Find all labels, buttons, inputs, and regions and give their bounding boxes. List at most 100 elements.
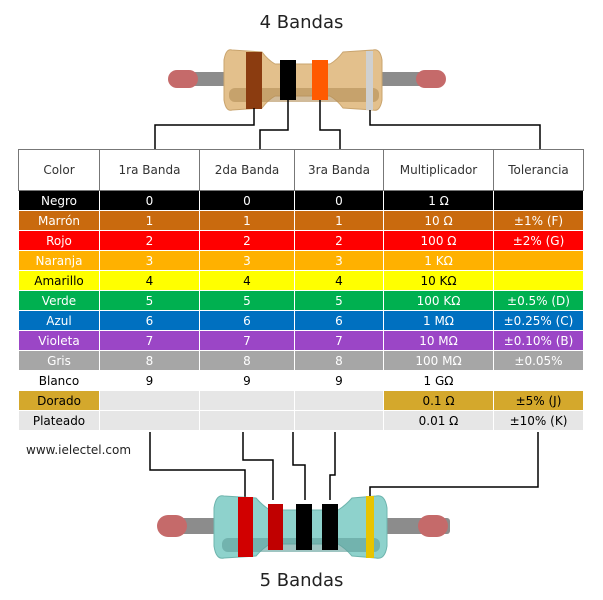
multiplier-cell: 100 Ω: [383, 230, 494, 251]
tolerance-cell: ±0.25% (C): [493, 310, 584, 331]
header-color: Color: [18, 149, 100, 191]
table-row: Plateado 0.01 Ω±10% (K): [18, 410, 584, 431]
band-3-cell: 8: [294, 350, 384, 371]
band-1-cell: 5: [99, 290, 200, 311]
title-4-bands: 4 Bandas: [259, 12, 344, 33]
tolerance-cell: ±5% (J): [493, 390, 584, 411]
color-name-cell: Violeta: [18, 330, 100, 351]
color-name-cell: Amarillo: [18, 270, 100, 291]
multiplier-cell: 0.01 Ω: [383, 410, 494, 431]
band-3-cell: 7: [294, 330, 384, 351]
header-multiplier: Multiplicador: [383, 149, 494, 191]
color-name-cell: Plateado: [18, 410, 100, 431]
multiplier-cell: 10 MΩ: [383, 330, 494, 351]
band-3-cell: 4: [294, 270, 384, 291]
tolerance-cell: ±1% (F): [493, 210, 584, 231]
lead-tip-left: [157, 515, 187, 537]
band-3-cell: 0: [294, 190, 384, 211]
band-1-cell: 7: [99, 330, 200, 351]
band-1-cell: 8: [99, 350, 200, 371]
band-2-cell: [199, 410, 295, 431]
band-4: [366, 51, 373, 110]
color-name-cell: Gris: [18, 350, 100, 371]
website-credit: www.ielectel.com: [26, 443, 132, 457]
band-1: [238, 497, 253, 557]
color-name-cell: Rojo: [18, 230, 100, 251]
band-2-cell: [199, 390, 295, 411]
band-1-cell: 3: [99, 250, 200, 271]
band-2-cell: 2: [199, 230, 295, 251]
band-2-cell: 5: [199, 290, 295, 311]
band-1-cell: [99, 410, 200, 431]
multiplier-cell: 0.1 Ω: [383, 390, 494, 411]
band-1-cell: 9: [99, 370, 200, 391]
band-1-cell: [99, 390, 200, 411]
band-2-cell: 9: [199, 370, 295, 391]
band-2-cell: 0: [199, 190, 295, 211]
band-1-cell: 1: [99, 210, 200, 231]
band-5: [366, 496, 374, 558]
multiplier-cell: 100 KΩ: [383, 290, 494, 311]
band-3-cell: 3: [294, 250, 384, 271]
band-2-cell: 1: [199, 210, 295, 231]
multiplier-cell: 1 GΩ: [383, 370, 494, 391]
color-name-cell: Verde: [18, 290, 100, 311]
lead-tip-left: [168, 70, 198, 88]
band-4: [322, 504, 338, 550]
header-tolerance: Tolerancia: [493, 149, 584, 191]
color-name-cell: Naranja: [18, 250, 100, 271]
tolerance-cell: [493, 190, 584, 211]
header-band-3: 3ra Banda: [294, 149, 384, 191]
multiplier-cell: 100 MΩ: [383, 350, 494, 371]
band-3-cell: [294, 410, 384, 431]
header-band-2: 2da Banda: [199, 149, 295, 191]
band-1-cell: 2: [99, 230, 200, 251]
band-3: [312, 60, 328, 100]
tolerance-cell: [493, 250, 584, 271]
band-3: [296, 504, 312, 550]
band-3-cell: [294, 390, 384, 411]
header-band-1: 1ra Banda: [99, 149, 200, 191]
band-3-cell: 9: [294, 370, 384, 391]
band-1-cell: 0: [99, 190, 200, 211]
band-3-cell: 2: [294, 230, 384, 251]
band-3-cell: 6: [294, 310, 384, 331]
tolerance-cell: [493, 370, 584, 391]
band-2: [268, 504, 283, 550]
band-2-cell: 6: [199, 310, 295, 331]
color-name-cell: Blanco: [18, 370, 100, 391]
color-name-cell: Negro: [18, 190, 100, 211]
lead-tip-right: [418, 515, 448, 537]
multiplier-cell: 10 Ω: [383, 210, 494, 231]
tolerance-cell: ±0.5% (D): [493, 290, 584, 311]
tolerance-cell: ±0.05%: [493, 350, 584, 371]
multiplier-cell: 1 KΩ: [383, 250, 494, 271]
band-2-cell: 7: [199, 330, 295, 351]
body-shadow: [229, 88, 379, 102]
tolerance-cell: ±10% (K): [493, 410, 584, 431]
band-2-cell: 4: [199, 270, 295, 291]
top-connectors: [154, 100, 541, 149]
band-2-cell: 8: [199, 350, 295, 371]
multiplier-cell: 1 Ω: [383, 190, 494, 211]
title-5-bands: 5 Bandas: [259, 570, 344, 591]
tolerance-cell: ±0.10% (B): [493, 330, 584, 351]
table-row: Dorado 0.1 Ω±5% (J): [18, 390, 584, 411]
multiplier-cell: 10 KΩ: [383, 270, 494, 291]
tolerance-cell: ±2% (G): [493, 230, 584, 251]
color-name-cell: Dorado: [18, 390, 100, 411]
color-name-cell: Azul: [18, 310, 100, 331]
band-1-cell: 6: [99, 310, 200, 331]
color-code-table: Color 1ra Banda 2da Banda 3ra Banda Mult…: [18, 149, 584, 431]
lead-tip-right: [416, 70, 446, 88]
